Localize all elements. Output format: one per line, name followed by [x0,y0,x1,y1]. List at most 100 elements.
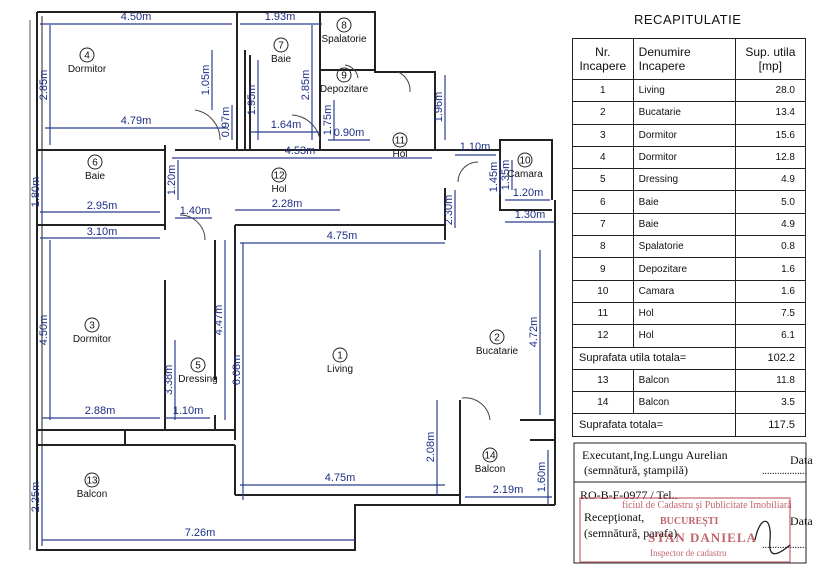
room-name-cell: Hol [632,301,736,326]
stamp-line-office: ficiul de Cadastru şi Publicitate Imobil… [622,500,792,511]
dimension-label: 0.97m [220,107,232,138]
room-name-cell: Camara [632,279,736,303]
dimension-label: 4.47m [213,305,225,336]
room-number-circle [392,132,408,148]
room-area-cell: 4.9 [734,212,807,237]
room-number: 2 [494,333,500,344]
room-name-cell: Baie [632,212,736,237]
room-area-cell: 4.9 [734,168,807,192]
room-name: Hol [271,184,286,195]
room-number: 7 [278,41,284,52]
executant-text: Executant,Ing.Lungu Aurelian [582,448,728,462]
executant-dots: .................. [762,466,807,477]
room-area-cell: 7.5 [734,301,807,326]
dimension-label: 1.80m [30,177,42,208]
room-number: 11 [395,136,406,147]
col-nr-header: Nr. Incapere [572,38,634,80]
dimension-label: 4.72m [528,317,540,348]
room-nr-cell: 11 [572,301,634,326]
dimension-label: 1.10m [173,405,204,417]
room-name-cell: Dressing [632,168,736,192]
room-nr-cell: 10 [572,279,634,303]
room-name-cell: Bucatarie [632,101,736,125]
room-area-cell: 1.6 [734,279,807,303]
dimension-label: 1.60m [536,462,548,493]
dimension-label: 2.28m [272,198,303,210]
recap-title: RECAPITULATIE [634,12,742,27]
total-row-value: 117.5 [734,413,807,437]
dimension-label: 1.40m [180,205,211,217]
room-number-circle [271,167,287,183]
dimension-label: 2.85m [300,70,312,101]
room-name-cell: Living [632,78,736,103]
stamp-line-role: Inspector de cadastru [650,548,727,558]
dimension-label: 4.79m [121,115,152,127]
receptionat-text: Recepţionat, [584,510,645,524]
room-number-circle [84,317,100,333]
room-nr-cell: 7 [572,212,634,237]
room-nr-cell: 6 [572,190,634,214]
room-name-cell: Spalatorie [632,235,736,259]
dimension-label: 1.30m [515,209,546,221]
util-total-row-label: Suprafata utila totala= [572,346,736,370]
room-name: Dressing [178,374,217,385]
receptionat-dots: .................. [762,540,807,551]
room-number-circle [79,47,95,63]
dimension-label: 4.53m [285,145,316,157]
dimension-label: 4.50m [38,315,50,346]
stamp-line-name: STAN DANIELA [648,530,757,545]
room-number: 14 [484,451,496,462]
room-number-circle [489,329,505,345]
room-number: 12 [273,171,285,182]
room-name: Baie [271,54,291,65]
room-number: 9 [341,71,347,82]
room-name-cell: Baie [632,190,736,214]
room-area-cell: 15.6 [734,123,807,147]
room-name: Baie [85,171,105,182]
dimension-label: 1.75m [322,105,334,136]
room-name: Bucatarie [476,346,519,357]
total-row: Suprafata totala=117.5 [572,413,807,437]
col-area-header: Sup. utila [mp] [734,38,807,80]
util-total-row: Suprafata utila totala=102.2 [572,346,807,370]
dimension-label: 2.85m [38,70,50,101]
room-nr-cell: 12 [572,324,634,348]
room-number: 5 [195,361,201,372]
dimension-label: 1.93m [265,11,296,23]
receptionat-data-label: Data [790,514,813,528]
room-name: Dormitor [68,64,107,75]
dimension-label: 4.50m [121,11,152,23]
room-area-cell: 0.8 [734,235,807,259]
dimension-label: 1.05m [200,65,212,96]
dimension-label: 1.20m [166,165,178,196]
room-number-circle [517,152,533,168]
room-area-cell: 5.0 [734,190,807,214]
dimension-label: 1.96m [433,92,445,123]
dimension-label: 1.20m [513,187,544,199]
room-number-circle [332,347,348,363]
room-area-cell: 3.5 [734,391,807,415]
room-number-circle [190,357,206,373]
room-nr-cell: 3 [572,123,634,147]
dimension-label: 1.45m [488,162,500,193]
dimension-label: 2.19m [493,484,524,496]
room-name: Camara [507,169,543,180]
room-nr-cell: 1 [572,78,634,103]
room-number-circle [87,154,103,170]
